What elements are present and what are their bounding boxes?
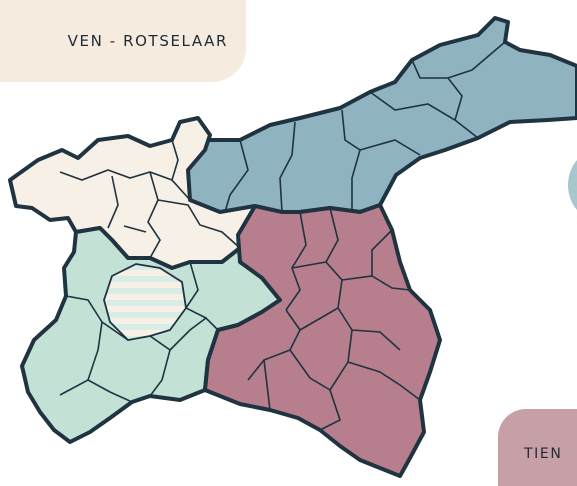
region-label-tienen-text: TIEN: [524, 446, 563, 462]
region-label-tienen: TIEN: [498, 409, 577, 486]
region-striped: [103, 263, 187, 341]
border-blue-1: [279, 121, 296, 213]
region-blue-shape: [180, 16, 577, 216]
border-mint-3: [87, 379, 133, 403]
border-blue-4: [369, 91, 479, 139]
border-mauve-3: [291, 261, 327, 269]
border-blue-6: [447, 77, 463, 121]
border-mauve-4: [341, 275, 411, 291]
border-mint-2: [101, 321, 171, 397]
side-label-bubble: [568, 150, 577, 220]
region-label-rotselaar: VEN - ROTSELAAR: [0, 0, 246, 82]
region-label-rotselaar-text: VEN - ROTSELAAR: [67, 32, 228, 50]
border-mint-4: [169, 316, 219, 351]
border-mauve-9: [347, 361, 421, 401]
border-blue-3: [359, 139, 421, 156]
border-cream-4: [171, 139, 191, 201]
border-mauve-10: [263, 359, 271, 411]
border-cream-3: [147, 171, 161, 259]
region-mauve: [203, 203, 442, 478]
region-blue: [180, 16, 577, 216]
region-mauve-shape: [203, 203, 442, 478]
border-blue-7: [224, 139, 249, 213]
border-cream-6: [123, 225, 147, 233]
border-cream-2: [107, 175, 119, 229]
border-cream-5: [157, 199, 241, 249]
border-cream-1: [59, 169, 173, 181]
border-mint-1: [59, 295, 103, 396]
border-mauve-8: [289, 349, 331, 391]
border-mint-5: [184, 261, 207, 319]
border-mauve-11: [371, 229, 393, 276]
